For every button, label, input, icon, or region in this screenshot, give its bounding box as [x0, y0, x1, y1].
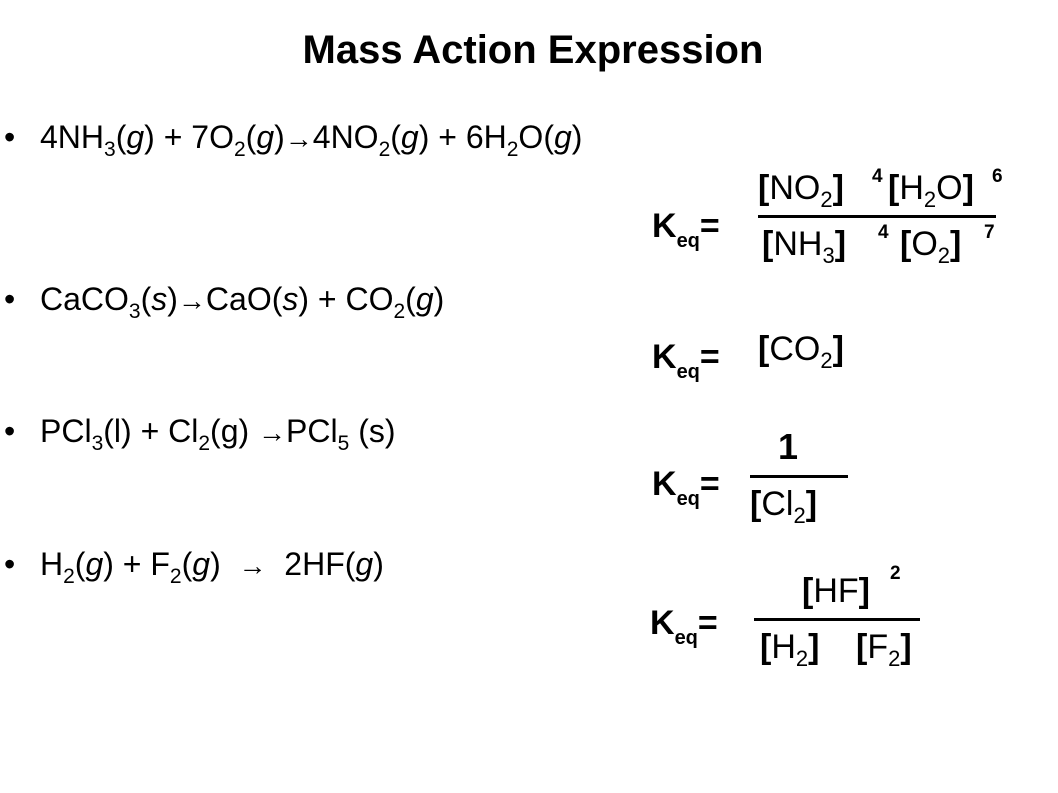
numerator-h2o: [H2O] [888, 169, 974, 212]
keq-expression-1: Keq= [NO2] 4 [H2O] 6 [NH3] 4 [O2] 7 [650, 165, 1020, 285]
arrow-icon: → [258, 417, 287, 448]
exponent: 2 [890, 563, 901, 584]
keq-expression-2: Keq= [CO2] [650, 330, 880, 390]
denominator-h2: [H2] [760, 628, 820, 671]
page-title: Mass Action Expression [302, 28, 764, 72]
bullet: • [4, 119, 16, 155]
fraction-bar [758, 215, 996, 218]
reaction-4-text: H2(g) + F2(g) → 2HF(g) [40, 546, 384, 588]
exponent: 4 [878, 222, 889, 243]
arrow-icon: → [238, 550, 267, 581]
keq-expression-3: Keq= 1 [Cl2] [650, 425, 880, 535]
reaction-3-text: PCl3(l) + Cl2(g) →PCl5 (s) [40, 413, 396, 455]
denominator-cl2: [Cl2] [750, 485, 818, 528]
reaction-1-text: 4NH3(g) + 7O2(g)→4NO2(g) + 6H2O(g) [40, 119, 583, 161]
co2-concentration: [CO2] [758, 330, 844, 373]
keq-label: Keq= [652, 338, 720, 383]
denominator-f2: [F2] [856, 628, 912, 671]
reaction-2: • CaCO3(s)→CaO(s) + CO2(g) [4, 283, 654, 323]
bullet: • [4, 281, 16, 317]
denominator-o2: [O2] [900, 225, 962, 268]
keq-label: Keq= [652, 207, 720, 252]
arrow-icon: → [177, 285, 206, 316]
bullet: • [4, 546, 16, 582]
fraction-bar [750, 475, 848, 478]
numerator-one: 1 [778, 426, 799, 467]
keq-label: Keq= [650, 604, 718, 649]
reaction-3: • PCl3(l) + Cl2(g) →PCl5 (s) [4, 415, 604, 455]
bullet: • [4, 413, 16, 449]
reaction-4: • H2(g) + F2(g) → 2HF(g) [4, 548, 604, 588]
arrow-icon: → [284, 123, 313, 154]
exponent: 6 [992, 166, 1003, 187]
reaction-1: • 4NH3(g) + 7O2(g)→4NO2(g) + 6H2O(g) [4, 121, 804, 161]
keq-label: Keq= [652, 465, 720, 510]
keq-expression-4: Keq= [HF] 2 [H2] [F2] [650, 560, 950, 680]
denominator-nh3: [NH3] [762, 225, 847, 268]
exponent: 4 [872, 166, 883, 187]
numerator-no2: [NO2] [758, 169, 844, 212]
fraction-bar [754, 618, 920, 621]
numerator-hf: [HF] [802, 572, 870, 610]
reaction-2-text: CaCO3(s)→CaO(s) + CO2(g) [40, 281, 445, 323]
exponent: 7 [984, 222, 995, 243]
